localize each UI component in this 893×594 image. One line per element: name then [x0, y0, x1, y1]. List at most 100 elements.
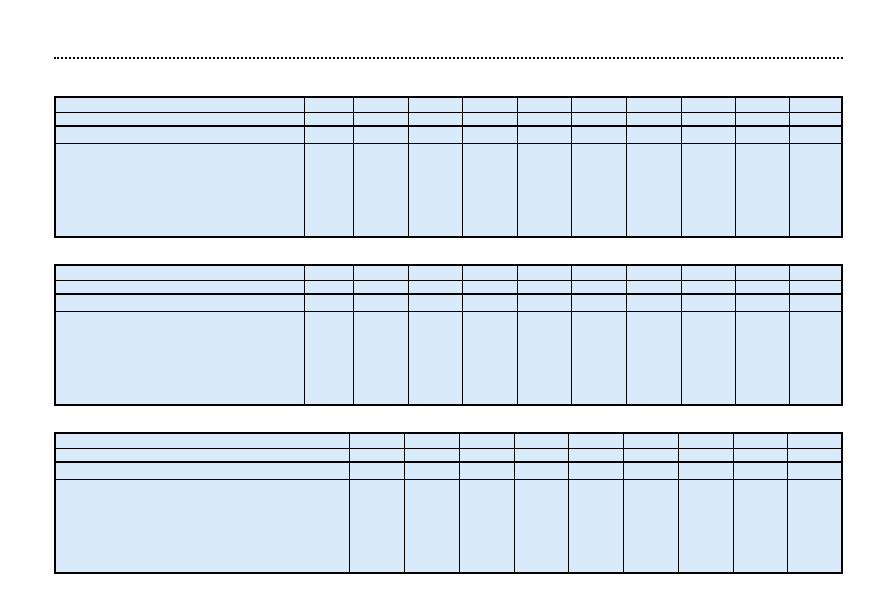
table-cell[interactable] — [732, 479, 788, 574]
table-cell[interactable] — [462, 125, 518, 144]
table-cell[interactable] — [734, 293, 791, 312]
table-cell[interactable] — [54, 280, 305, 295]
table-cell[interactable] — [732, 448, 788, 463]
table-cell[interactable] — [789, 112, 843, 127]
table-cell[interactable] — [568, 448, 624, 463]
table-cell[interactable] — [789, 311, 843, 406]
table-cell[interactable] — [352, 96, 410, 113]
table-cell[interactable] — [626, 264, 682, 281]
table-cell[interactable] — [352, 112, 410, 127]
table-cell[interactable] — [626, 143, 682, 238]
table-cell[interactable] — [54, 293, 305, 312]
table-cell[interactable] — [462, 280, 518, 295]
table-cell[interactable] — [303, 264, 354, 281]
table-cell[interactable] — [626, 96, 682, 113]
table-cell[interactable] — [349, 432, 405, 449]
table-cell[interactable] — [303, 96, 354, 113]
table-cell[interactable] — [513, 479, 570, 574]
table-cell[interactable] — [678, 432, 734, 449]
table-cell[interactable] — [786, 448, 843, 463]
table-cell[interactable] — [732, 461, 788, 480]
table-cell[interactable] — [516, 293, 572, 312]
table-cell[interactable] — [789, 96, 843, 113]
table-cell[interactable] — [678, 448, 734, 463]
table-cell[interactable] — [516, 280, 572, 295]
table-cell[interactable] — [403, 479, 461, 574]
table-cell[interactable] — [403, 448, 461, 463]
table-cell[interactable] — [54, 479, 351, 574]
table-cell[interactable] — [516, 311, 572, 406]
table-cell[interactable] — [54, 311, 305, 406]
table-cell[interactable] — [54, 448, 351, 463]
table-cell[interactable] — [303, 112, 354, 127]
table-cell[interactable] — [54, 96, 305, 113]
table-cell[interactable] — [462, 112, 518, 127]
table-cell[interactable] — [352, 264, 410, 281]
table-cell[interactable] — [403, 461, 461, 480]
table-cell[interactable] — [303, 293, 354, 312]
table-cell[interactable] — [570, 143, 628, 238]
table-cell[interactable] — [408, 96, 464, 113]
table-cell[interactable] — [54, 125, 305, 144]
table-cell[interactable] — [680, 112, 736, 127]
table-cell[interactable] — [54, 143, 305, 238]
table-cell[interactable] — [622, 461, 680, 480]
table-cell[interactable] — [626, 293, 682, 312]
table-cell[interactable] — [570, 125, 628, 144]
table-cell[interactable] — [516, 112, 572, 127]
table-cell[interactable] — [734, 96, 791, 113]
table-cell[interactable] — [626, 311, 682, 406]
table-cell[interactable] — [349, 448, 405, 463]
table-cell[interactable] — [678, 461, 734, 480]
table-cell[interactable] — [349, 479, 405, 574]
table-cell[interactable] — [459, 461, 515, 480]
table-cell[interactable] — [734, 264, 791, 281]
table-cell[interactable] — [54, 112, 305, 127]
table-cell[interactable] — [352, 293, 410, 312]
table-cell[interactable] — [570, 264, 628, 281]
table-cell[interactable] — [786, 432, 843, 449]
table-cell[interactable] — [513, 432, 570, 449]
table-cell[interactable] — [680, 96, 736, 113]
table-cell[interactable] — [462, 293, 518, 312]
table-cell[interactable] — [462, 264, 518, 281]
table-cell[interactable] — [786, 479, 843, 574]
table-cell[interactable] — [352, 311, 410, 406]
table-cell[interactable] — [516, 264, 572, 281]
table-cell[interactable] — [408, 293, 464, 312]
table-cell[interactable] — [352, 280, 410, 295]
table-cell[interactable] — [303, 125, 354, 144]
table-cell[interactable] — [513, 448, 570, 463]
table-cell[interactable] — [349, 461, 405, 480]
table-cell[interactable] — [680, 125, 736, 144]
table-cell[interactable] — [626, 125, 682, 144]
table-cell[interactable] — [568, 479, 624, 574]
table-cell[interactable] — [462, 311, 518, 406]
table-cell[interactable] — [734, 125, 791, 144]
table-cell[interactable] — [732, 432, 788, 449]
table-cell[interactable] — [459, 479, 515, 574]
table-cell[interactable] — [570, 280, 628, 295]
table-cell[interactable] — [789, 280, 843, 295]
table-cell[interactable] — [352, 143, 410, 238]
table-cell[interactable] — [789, 143, 843, 238]
table-cell[interactable] — [516, 125, 572, 144]
table-cell[interactable] — [626, 112, 682, 127]
table-cell[interactable] — [570, 96, 628, 113]
table-cell[interactable] — [789, 125, 843, 144]
table-cell[interactable] — [54, 461, 351, 480]
table-cell[interactable] — [54, 264, 305, 281]
table-cell[interactable] — [678, 479, 734, 574]
table-cell[interactable] — [408, 125, 464, 144]
table-cell[interactable] — [734, 112, 791, 127]
table-cell[interactable] — [408, 280, 464, 295]
table-cell[interactable] — [516, 143, 572, 238]
table-cell[interactable] — [403, 432, 461, 449]
table-cell[interactable] — [54, 432, 351, 449]
table-cell[interactable] — [408, 264, 464, 281]
table-cell[interactable] — [789, 264, 843, 281]
table-cell[interactable] — [459, 448, 515, 463]
table-cell[interactable] — [303, 311, 354, 406]
table-cell[interactable] — [680, 311, 736, 406]
table-cell[interactable] — [622, 479, 680, 574]
